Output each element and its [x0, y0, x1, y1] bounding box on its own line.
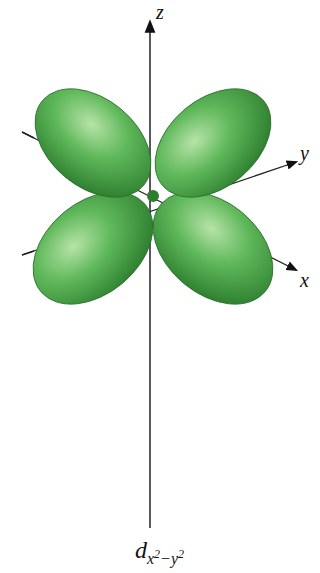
- caption: dx2−y2: [135, 538, 184, 562]
- lobe: [134, 67, 292, 219]
- axis-label: y: [300, 143, 309, 163]
- lobe: [14, 67, 172, 219]
- nucleus-node: [147, 190, 159, 202]
- axis-label: z: [156, 2, 164, 22]
- axis-label: x: [300, 270, 309, 290]
- x-axis-stub: [22, 132, 34, 138]
- z-axis: [149, 22, 151, 528]
- y-axis-stub: [22, 251, 34, 255]
- orbital-lobes: [11, 67, 294, 327]
